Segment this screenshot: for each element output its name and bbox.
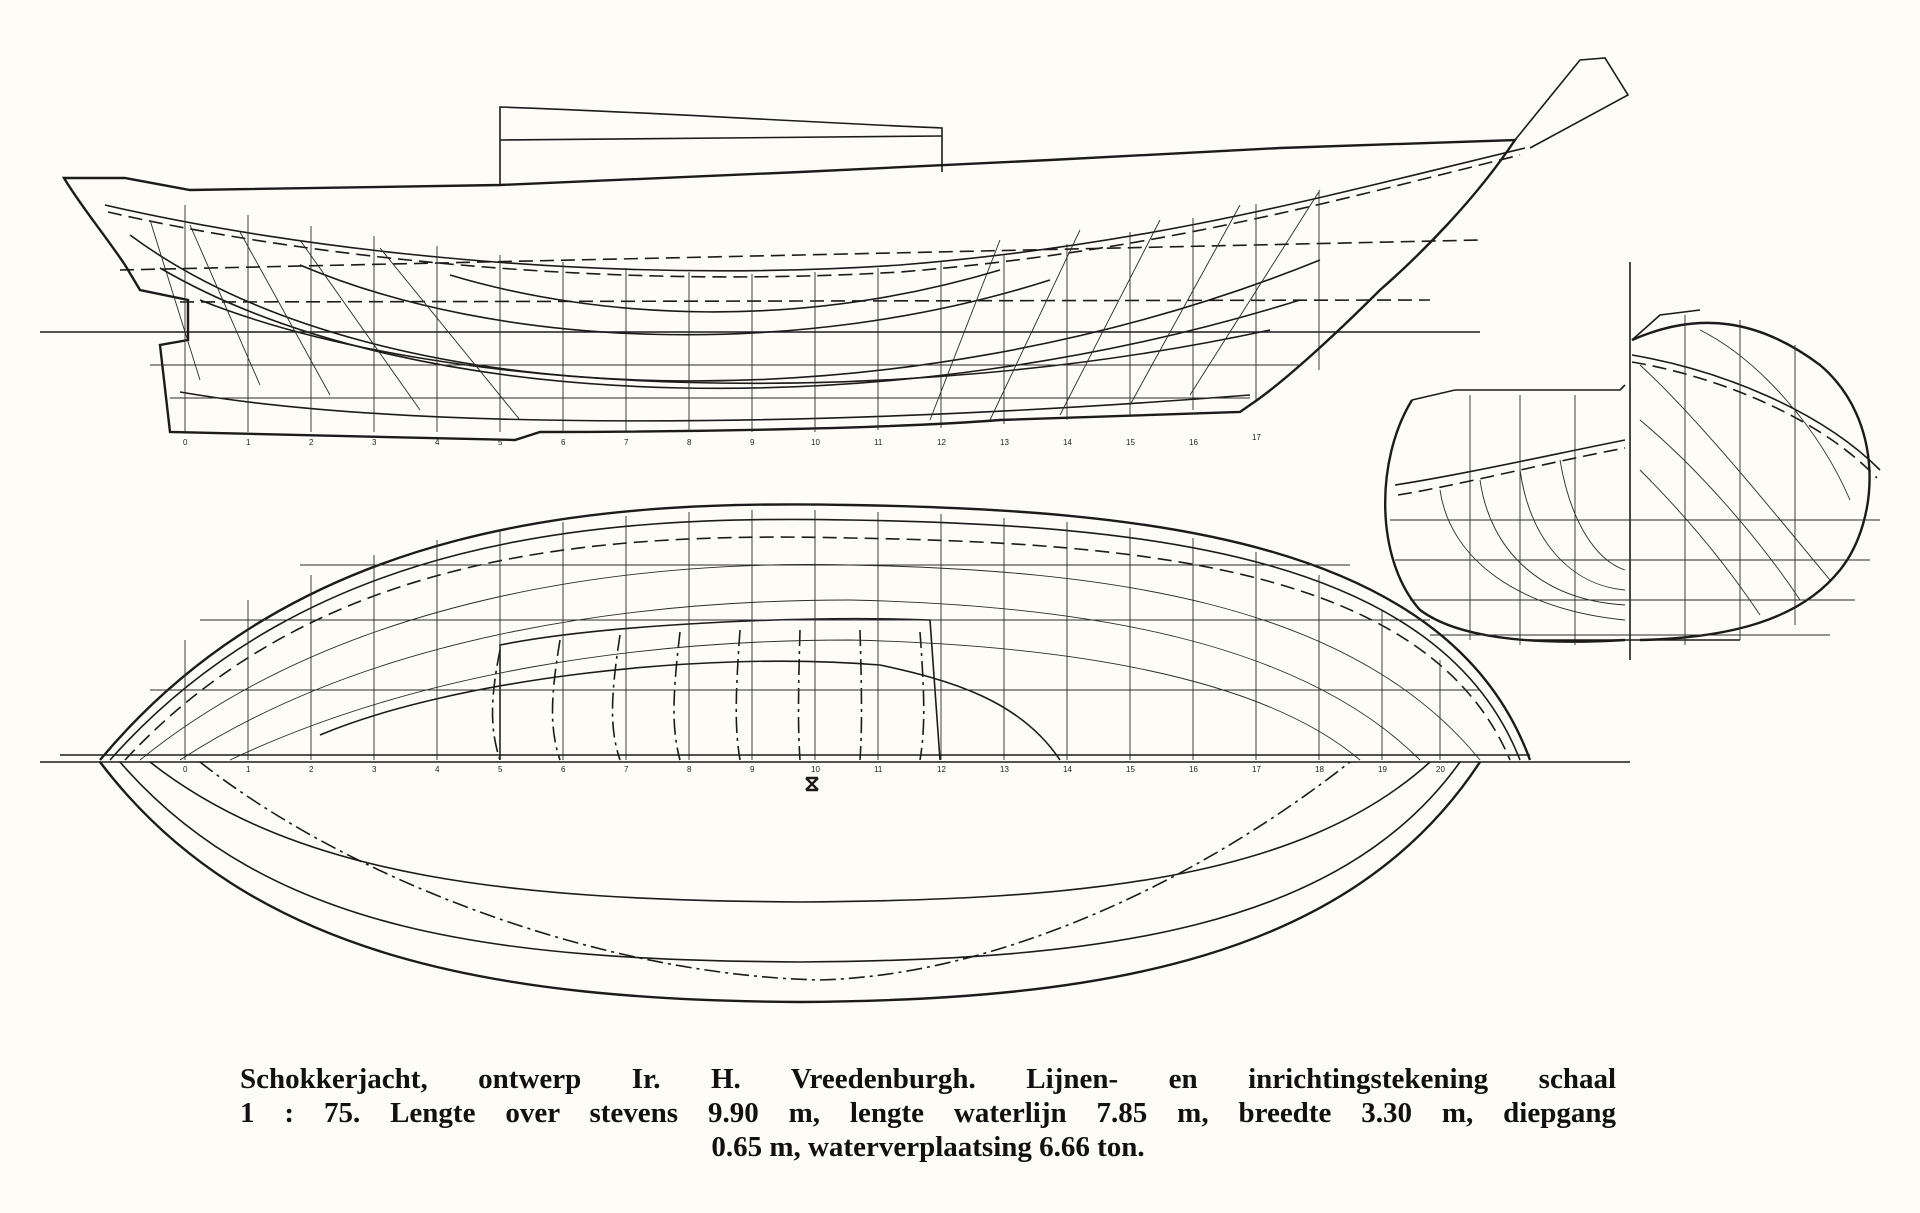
body-plan-right-outline	[1631, 321, 1871, 642]
profile-station-numbers: 0 1 2 3 4 5 6 7 8 9 10 11 12 13 14 15 16…	[183, 433, 1261, 447]
body-plan-left-sheer	[1394, 439, 1626, 486]
plan-station-numbers: 0 1 2 3 4 5 6 7 8 9 10 11 12 13 14 15 16…	[183, 765, 1445, 774]
plan-station-number: 11	[874, 765, 883, 774]
profile-station-number: 12	[937, 438, 946, 447]
profile-station-number: 9	[750, 438, 755, 447]
profile-station-number: 2	[309, 438, 314, 447]
plan-waterline-2	[179, 599, 1421, 761]
plan-upper-outline-inner	[109, 518, 1521, 761]
plan-upper-outline	[99, 503, 1532, 761]
profile-cabin	[499, 106, 943, 185]
profile-stations	[184, 192, 1320, 432]
profile-sheer-line	[104, 147, 1526, 272]
plan-station-number: 6	[561, 765, 566, 774]
profile-station-number: 7	[624, 438, 629, 447]
body-plan-left-outline	[1384, 399, 1626, 643]
profile-station-number: 3	[372, 438, 377, 447]
plan-upper-sheer-dash	[124, 536, 1511, 761]
plan-station-number: 16	[1189, 765, 1198, 774]
caption-line-3: 0.65 m, waterverplaatsing 6.66 ton.	[711, 1131, 1145, 1163]
midship-marker-icon	[805, 776, 819, 792]
profile-hull-outline	[61, 138, 1518, 442]
profile-frame-lines	[149, 189, 1321, 421]
plan-station-number: 4	[435, 765, 440, 774]
profile-station-number: 17	[1252, 433, 1261, 442]
plan-station-number: 20	[1436, 765, 1445, 774]
profile-buttock-5	[449, 269, 1001, 313]
plan-station-number: 2	[309, 765, 314, 774]
profile-wl-dash-1	[119, 239, 1481, 271]
drawing-caption: Schokkerjacht, ontwerp Ir. H. Vreedenbur…	[240, 1062, 1616, 1164]
plan-station-number: 15	[1126, 765, 1135, 774]
profile-keel-line	[179, 391, 1251, 422]
plan-station-number: 10	[811, 765, 820, 774]
plan-station-number: 17	[1252, 765, 1261, 774]
plan-station-number: 18	[1315, 765, 1324, 774]
profile-stem-post	[1514, 57, 1630, 149]
plan-cockpit-curve	[319, 660, 1061, 761]
caption-line-1: Schokkerjacht, ontwerp Ir. H. Vreedenbur…	[240, 1063, 1616, 1095]
profile-station-number: 16	[1189, 438, 1198, 447]
profile-station-number: 1	[246, 438, 251, 447]
body-plan-view	[1384, 262, 1881, 660]
profile-station-number: 8	[687, 438, 692, 447]
body-plan-right-sheer-2	[1631, 361, 1878, 479]
plan-cabin-frames	[491, 629, 925, 761]
plan-station-number: 19	[1378, 765, 1387, 774]
plan-lower-outline-outer	[99, 761, 1482, 1004]
plan-station-number: 7	[624, 765, 629, 774]
profile-buttock-4	[299, 264, 1051, 336]
plan-stations	[184, 510, 1441, 760]
profile-station-number: 5	[498, 438, 503, 447]
profile-station-number: 4	[435, 438, 440, 447]
plan-station-number: 14	[1063, 765, 1072, 774]
profile-station-number: 6	[561, 438, 566, 447]
body-plan-grid	[1390, 315, 1880, 645]
body-plan-left-top	[1411, 384, 1626, 401]
plan-lower-dashdot	[199, 761, 1351, 981]
profile-station-number: 15	[1126, 438, 1135, 447]
body-plan-section-curves	[1439, 329, 1851, 621]
profile-cabin-roof-line	[499, 135, 943, 141]
plan-view: 0 1 2 3 4 5 6 7 8 9 10 11 12 13 14 15 16…	[40, 503, 1630, 1004]
body-plan-left-sheer-2	[1397, 447, 1626, 496]
plan-station-number: 1	[246, 765, 251, 774]
profile-station-number: 10	[811, 438, 820, 447]
body-plan-right-top	[1631, 309, 1701, 341]
plan-station-number: 8	[687, 765, 692, 774]
profile-buttock-2	[159, 267, 1301, 390]
plan-lower-outline-2	[119, 761, 1461, 963]
profile-station-number: 0	[183, 438, 188, 447]
profile-station-number: 14	[1063, 438, 1072, 447]
profile-wl-dash-2	[179, 299, 1431, 303]
plan-station-number: 3	[372, 765, 377, 774]
plan-station-number: 12	[937, 765, 946, 774]
caption-line-2: 1 : 75. Lengte over stevens 9.90 m, leng…	[240, 1097, 1616, 1129]
profile-station-number: 11	[874, 438, 883, 447]
profile-station-number: 13	[1000, 438, 1009, 447]
body-plan-right-sheer	[1631, 354, 1881, 471]
plan-cabin-outline	[499, 617, 941, 761]
profile-view: 0 1 2 3 4 5 6 7 8 9 10 11 12 13 14 15 16…	[40, 57, 1630, 447]
plan-lower-outline-3	[149, 761, 1431, 903]
plan-station-number: 5	[498, 765, 503, 774]
profile-sheer-line-inner	[107, 154, 1521, 278]
profile-buttock-3	[199, 299, 1271, 385]
plan-station-number: 13	[1000, 765, 1009, 774]
plan-station-number: 0	[183, 765, 188, 774]
plan-station-number: 9	[750, 765, 755, 774]
profile-buttock-1	[129, 234, 1321, 382]
plan-waterline-3	[229, 639, 1361, 761]
